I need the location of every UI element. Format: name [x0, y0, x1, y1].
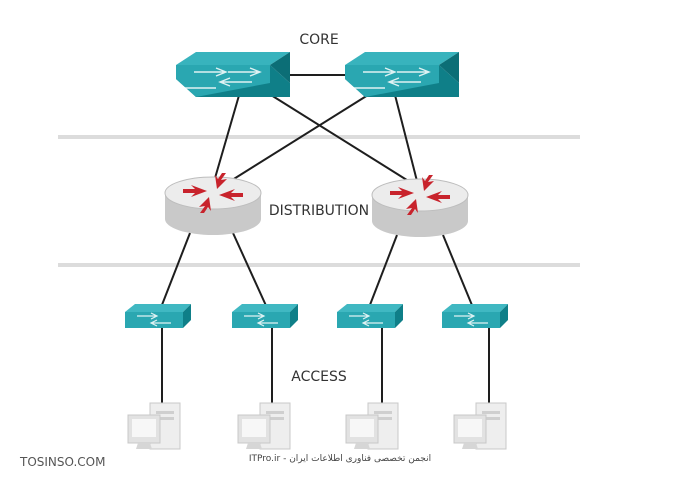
pc-4	[453, 402, 507, 450]
distribution-router-left	[164, 173, 262, 235]
dist2-access3-link	[367, 234, 398, 311]
core-switch-right	[345, 52, 459, 97]
desktop-pc-icon	[127, 402, 181, 450]
workgroup-switch-icon	[337, 304, 403, 328]
workgroup-switch-icon	[232, 304, 298, 328]
desktop-pc-icon	[237, 402, 291, 450]
core-layer-label: CORE	[299, 32, 338, 48]
access-layer-label: ACCESS	[291, 369, 347, 385]
access-switch-4	[442, 304, 508, 328]
watermark-tosinso: TOSINSO.COM	[19, 455, 105, 469]
pc-1	[127, 402, 181, 450]
pc-2	[237, 402, 291, 450]
multilayer-switch-icon	[345, 52, 459, 97]
router-icon	[371, 175, 469, 237]
distribution-router-right	[371, 175, 469, 237]
access-switch-3	[337, 304, 403, 328]
pc-3	[345, 402, 399, 450]
access-switch-2	[232, 304, 298, 328]
workgroup-switch-icon	[442, 304, 508, 328]
core1-dist2-link	[262, 89, 419, 188]
core2-dist1-link	[220, 94, 369, 188]
workgroup-switch-icon	[125, 304, 191, 328]
desktop-pc-icon	[345, 402, 399, 450]
multilayer-switch-icon	[176, 52, 290, 97]
desktop-pc-icon	[453, 402, 507, 450]
core-switch-left	[176, 52, 290, 97]
dist1-access2-link	[232, 232, 269, 311]
dist1-access1-link	[159, 232, 191, 311]
router-icon	[164, 173, 262, 235]
core1-dist1-link	[212, 91, 241, 186]
core2-dist2-link	[394, 94, 419, 186]
watermark-itpro: ITPro.ir - انجمن تخصصی فناوری اطلاعات ای…	[249, 454, 431, 464]
dist2-access4-link	[442, 234, 475, 311]
access-switch-1	[125, 304, 191, 328]
links	[159, 74, 490, 410]
distribution-layer-label: DISTRIBUTION	[269, 203, 369, 219]
